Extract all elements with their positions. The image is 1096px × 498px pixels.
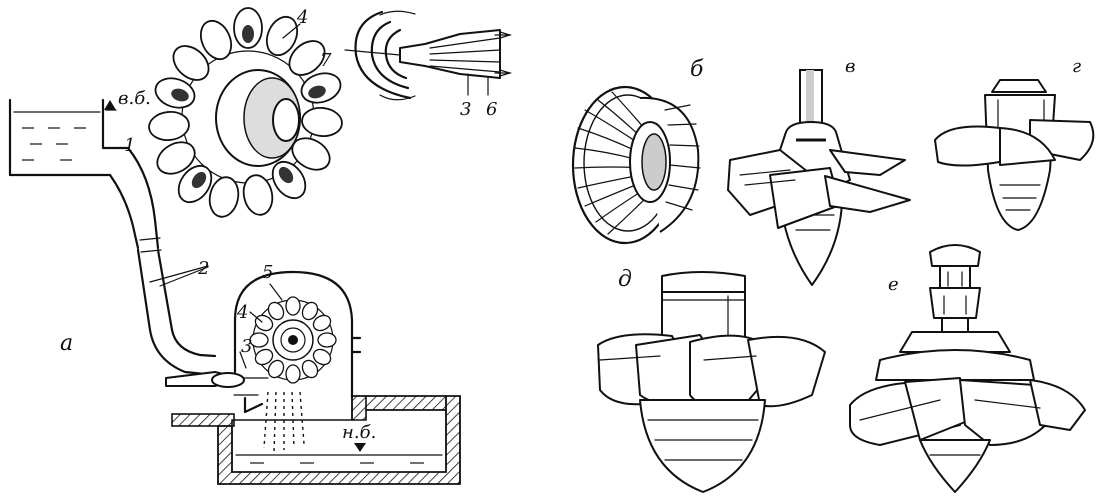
label-g: г [1072,56,1081,77]
label-6: 6 [486,99,497,120]
tailrace [172,396,460,484]
francis-runner [573,87,700,243]
diagonal-runner-d [598,272,825,492]
label-d: д [618,267,632,292]
kaplan-runner-e [850,245,1085,492]
upper-water-level-label: в.б. [118,88,151,109]
label-1: 1 [124,135,135,156]
lower-water-level-label: н.б. [342,422,376,443]
label-a: а [60,331,73,356]
bucket-section [345,11,510,100]
label-7: 7 [320,50,332,71]
label-2: 2 [197,258,209,279]
label-e: е [888,274,899,295]
upper-reservoir [10,100,128,175]
label-v: в [845,56,855,77]
pelton-wheel [148,8,345,219]
label-4-installation: 4 [236,302,248,323]
propeller-runner-v [728,70,910,285]
runner [250,297,336,383]
label-5: 5 [262,262,273,283]
nozzle [166,372,268,412]
propeller-runner-g [935,80,1093,230]
label-b: б [690,57,704,82]
label-3-installation: 3 [241,336,252,357]
label-3-bucket: 3 [460,99,471,120]
falling-water [264,392,304,452]
label-4-wheel: 4 [296,7,308,28]
